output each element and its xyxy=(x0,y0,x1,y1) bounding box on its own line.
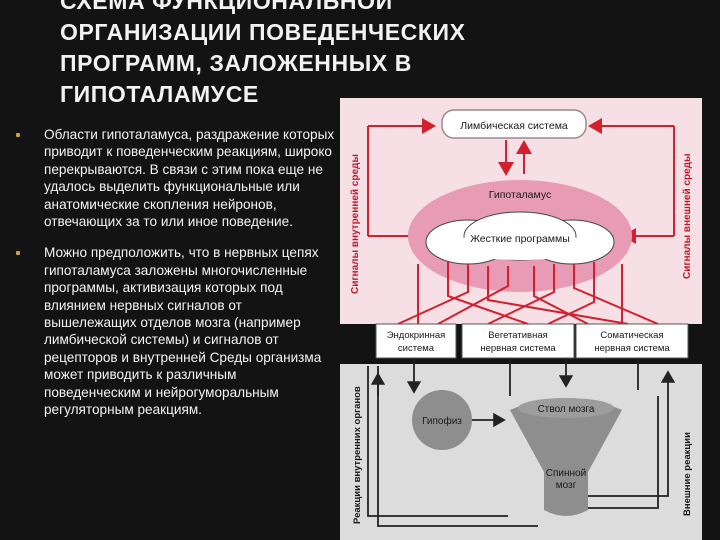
somatic-label-line: нервная система xyxy=(594,343,670,354)
external-reactions-label: Внешние реакции xyxy=(682,432,693,516)
spinal-label-line: мозг xyxy=(556,480,577,491)
title-line: ОРГАНИЗАЦИИ ПОВЕДЕНЧЕСКИХ xyxy=(60,17,660,48)
slide-title: СХЕМА ФУНКЦИОНАЛЬНОЙ ОРГАНИЗАЦИИ ПОВЕДЕН… xyxy=(60,0,660,110)
title-line: ПРОГРАММ, ЗАЛОЖЕННЫХ В xyxy=(60,48,660,79)
brainstem-label: Ствол мозга xyxy=(538,404,595,415)
bottom-panel xyxy=(340,364,702,540)
hypothalamus-label: Гипоталамус xyxy=(489,189,551,201)
bullet-text: Можно предположить, что в нервных цепях … xyxy=(44,245,321,417)
programs-label: Жесткие программы xyxy=(470,233,570,245)
bullet-list: Области гипоталамуса, раздражение которы… xyxy=(14,126,336,419)
pituitary-label: Гипофиз xyxy=(422,415,462,427)
hypothalamus-diagram: Сигналы внутренней среды Сигналы внешней… xyxy=(338,96,704,540)
bullet-item: Области гипоталамуса, раздражение которы… xyxy=(14,126,336,230)
internal-organ-reactions-label: Реакции внутренних органов xyxy=(352,386,363,524)
somatic-label-line: Соматическая xyxy=(600,330,663,341)
bullet-text: Области гипоталамуса, раздражение которы… xyxy=(44,127,334,229)
diagram-svg: Сигналы внутренней среды Сигналы внешней… xyxy=(338,96,704,540)
bullet-item: Можно предположить, что в нервных цепях … xyxy=(14,244,336,418)
endocrine-label-line: Эндокринная xyxy=(387,330,446,341)
bullet-marker-icon xyxy=(16,251,20,255)
bullet-marker-icon xyxy=(16,133,20,137)
vegetative-label-line: нервная система xyxy=(480,343,556,354)
limbic-system-label: Лимбическая система xyxy=(460,120,568,132)
external-signals-label: Сигналы внешней среды xyxy=(682,153,693,279)
internal-signals-label: Сигналы внутренней среды xyxy=(350,154,361,294)
spinal-label-line: Спинной xyxy=(546,468,586,479)
endocrine-label-line: система xyxy=(398,343,435,354)
title-line: СХЕМА ФУНКЦИОНАЛЬНОЙ xyxy=(60,0,660,17)
vegetative-label-line: Вегетативная xyxy=(488,330,548,341)
